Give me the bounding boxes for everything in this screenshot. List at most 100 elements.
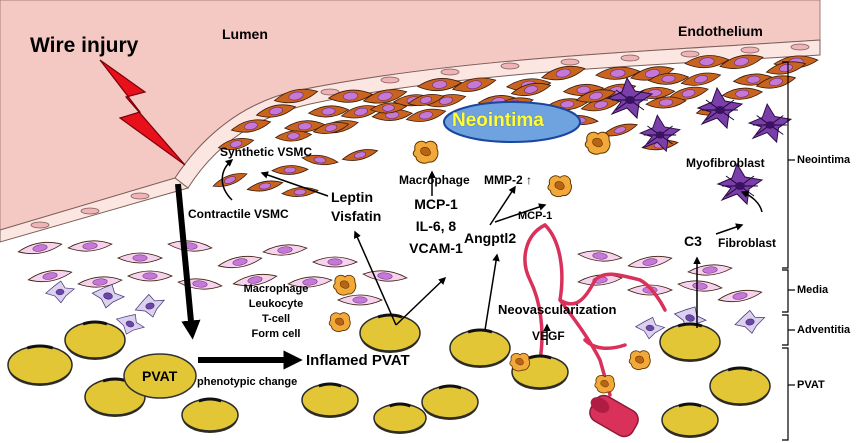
neovascularization-label: Neovascularization <box>498 302 617 317</box>
endothelium-layer <box>0 39 821 243</box>
media-cells <box>17 240 763 306</box>
contractile-vsmc-cell <box>262 244 308 256</box>
synthetic-vsmc-cell <box>307 105 350 118</box>
macrophage-cell <box>333 274 357 296</box>
adipocyte <box>359 313 421 353</box>
macrophage-cell <box>584 131 611 155</box>
wire-injury-label: Wire injury <box>30 34 139 57</box>
synthetic-vsmc-cell <box>595 66 641 80</box>
mcp1-label: MCP-1 <box>414 196 458 212</box>
synthetic-vsmc-cell <box>719 54 764 69</box>
contractile-vsmc-label: Contractile VSMC <box>188 207 289 221</box>
contractile-vsmc-cell <box>117 252 163 264</box>
angptl2-label: Angptl2 <box>464 230 517 246</box>
macrophage-cell <box>547 175 572 198</box>
adipocyte <box>659 322 721 362</box>
synthetic-vsmc-cell <box>405 108 447 122</box>
inflamed-pvat-label: Inflamed PVAT <box>306 352 410 369</box>
synthetic-vsmc-cell <box>601 123 639 137</box>
arrow-c3-to-fibroblast <box>715 223 744 235</box>
contractile-vsmc-cell <box>67 240 113 252</box>
fibroblast-cell <box>734 309 766 334</box>
neointima-badge-label: Neointima <box>452 110 544 131</box>
immune-cell-label-3: Form cell <box>251 328 301 340</box>
adipocyte <box>301 382 359 418</box>
synthetic-vsmc-cell <box>274 130 313 142</box>
contractile-vsmc-cell <box>337 294 383 306</box>
il68-label: IL-6, 8 <box>415 218 457 234</box>
endothelial-cell <box>560 58 580 66</box>
synthetic-vsmc-cell <box>341 149 379 161</box>
pathway-arrows <box>175 159 763 370</box>
arrow-fibroblast-to-myofibroblast <box>740 190 763 213</box>
immune-cell-label-2: T-cell <box>261 313 291 325</box>
side-label-adventitia: Adventitia <box>797 324 851 336</box>
synthetic-vsmc-cell <box>327 89 374 103</box>
endothelial-cell <box>30 221 50 229</box>
mmp2-label: MMP-2 ↑ <box>484 173 532 187</box>
adipocyte <box>449 328 511 368</box>
pvat-highlight-cell <box>123 353 197 399</box>
synthetic-vsmc-cell <box>362 89 408 104</box>
synthetic-vsmc-cell <box>301 154 339 166</box>
endothelial-cell <box>500 62 520 70</box>
macrophage-cell <box>328 312 351 332</box>
endothelial-cell <box>440 68 460 76</box>
arrow-pvat-to-mcp1 <box>395 276 447 326</box>
side-label-pvat: PVAT <box>797 379 825 391</box>
myofibroblast-cell <box>638 114 681 153</box>
synthetic-vsmc-cell <box>255 104 297 118</box>
synthetic-vsmc-cell <box>684 55 730 69</box>
lumen-label: Lumen <box>222 26 268 42</box>
contractile-vsmc-cell <box>217 255 263 269</box>
synthetic-vsmc-cell <box>281 187 319 197</box>
synthetic-vsmc-cell <box>217 138 255 150</box>
neointima-badge <box>443 101 581 143</box>
side-label-media: Media <box>797 284 829 296</box>
fibroblast-cell <box>634 316 666 340</box>
adipocyte <box>661 402 719 438</box>
neovascular-vessel <box>523 223 667 438</box>
synthetic-vsmc-cell <box>246 180 284 192</box>
macrophage-cell <box>628 350 651 370</box>
macrophage-cell <box>509 353 530 372</box>
macrophage-cell <box>594 375 615 394</box>
arrow-contractile-to-synthetic <box>221 159 234 201</box>
endothelium-label: Endothelium <box>678 23 763 39</box>
endothelial-cell <box>320 88 340 96</box>
contractile-vsmc-cell <box>27 269 73 283</box>
synthetic-vsmc-cell <box>645 96 687 109</box>
synthetic-vsmc-cell <box>271 165 309 175</box>
synthetic-vsmc-cell <box>212 173 248 187</box>
synthetic-vsmc-cell <box>340 105 382 119</box>
arrow-angptl2-to-mmp2 <box>489 185 516 226</box>
pvat-badge-label: PVAT <box>142 368 178 384</box>
synthetic-vsmc-cell <box>312 122 350 134</box>
arrow-pvat-to-leptin <box>353 230 397 326</box>
synthetic-vsmc-cell <box>416 78 463 92</box>
side-label-neointima: Neointima <box>797 154 851 166</box>
c3-label: C3 <box>684 233 702 249</box>
contractile-vsmc-cell <box>232 273 278 287</box>
contractile-vsmc-cell <box>167 240 213 252</box>
synthetic-vsmc-cell <box>721 87 764 100</box>
contractile-vsmc-cell <box>312 256 358 268</box>
contractile-vsmc-cell <box>77 276 123 288</box>
synthetic-vsmc-cell <box>510 82 552 97</box>
synthetic-vsmc-cell <box>451 77 497 92</box>
fibroblast-cell <box>91 283 126 309</box>
synthetic-vsmc-cell <box>647 72 690 85</box>
endothelial-cell <box>130 192 150 200</box>
wire-injury-bolt-icon <box>99 59 186 166</box>
adventitia-cells <box>44 280 766 340</box>
adipocyte <box>181 397 239 433</box>
macrophage-cell <box>412 140 439 164</box>
phenotypic-change-label: phenotypic change <box>197 376 298 388</box>
synthetic-vsmc-cell <box>273 88 319 104</box>
fibroblast-cell <box>134 293 166 318</box>
fibroblast-label: Fibroblast <box>718 236 777 250</box>
vcam1-label: VCAM-1 <box>409 240 463 256</box>
synthetic-vsmc-label: Synthetic VSMC <box>220 145 313 159</box>
